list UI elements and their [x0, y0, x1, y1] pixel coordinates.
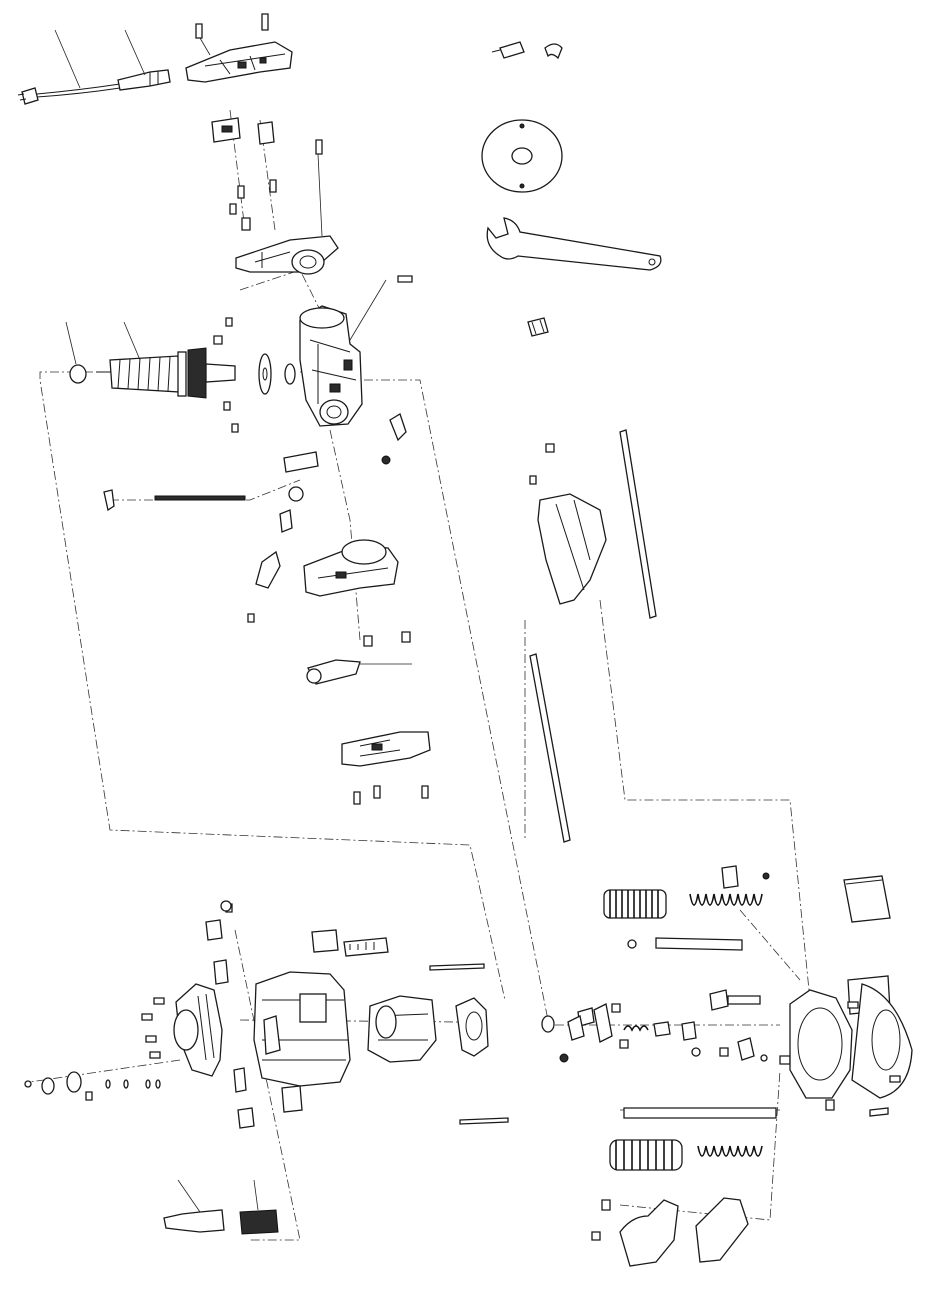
grip-cover: [341, 731, 431, 805]
spindle-collet: [163, 1179, 279, 1235]
depth-adjust-parts: [247, 413, 407, 623]
handle-cover-top: [185, 13, 293, 83]
switch-assembly: [211, 117, 323, 231]
bracket-frame: [529, 443, 607, 605]
collet-nut-accessory: [491, 41, 563, 60]
motor-end-cap: [141, 983, 223, 1077]
guide-rod-short: [103, 489, 246, 512]
field-stator: [367, 963, 509, 1125]
router-base: [789, 875, 913, 1117]
handle-knobs: [591, 1197, 749, 1267]
gear-housing: [299, 275, 413, 427]
guide-rod-long-right: [619, 429, 657, 619]
guide-knob-small: [527, 317, 549, 337]
power-cord-plug: [17, 29, 171, 105]
handle-lower-assembly: [303, 539, 412, 685]
handle-cover-bottom: [235, 153, 339, 275]
fan-baffle: [213, 317, 296, 433]
depth-rod-short: [627, 937, 743, 951]
bearing-washers: [24, 1071, 161, 1101]
base-adjusters: [541, 1003, 791, 1065]
assembly-lines: [29, 109, 811, 1241]
springs-upper: [603, 865, 770, 919]
guide-rod-long-center: [529, 653, 571, 843]
motor-housing: [253, 929, 389, 1113]
wrench-spanner: [486, 217, 662, 271]
springs-lower: [609, 1107, 777, 1171]
brush-holder-parts: [205, 900, 255, 1129]
sub-base-plate: [481, 119, 563, 193]
lock-knob: [709, 989, 761, 1011]
armature: [65, 321, 236, 399]
